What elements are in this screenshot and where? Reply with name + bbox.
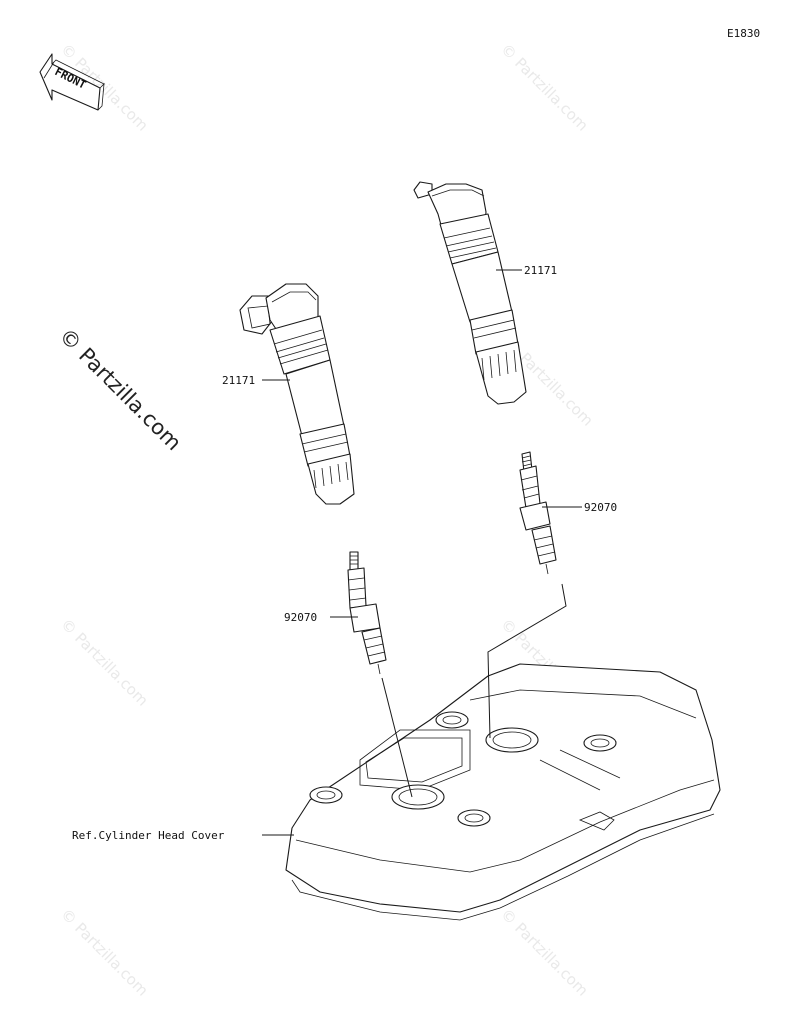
callout-coil-upper: 21171 [524, 264, 557, 277]
callout-plug-upper: 92070 [584, 501, 617, 514]
diagram-code: E1830 [727, 27, 760, 40]
ignition-coil-upper [413, 181, 527, 405]
spark-plug-upper [519, 451, 557, 575]
watermark: © Partzilla.com [497, 905, 592, 1000]
callout-plug-lower: 92070 [284, 611, 317, 624]
front-arrow-icon: FRONT [39, 53, 105, 111]
watermark: © Partzilla.com [57, 905, 152, 1000]
callout-head-cover: Ref.Cylinder Head Cover [72, 829, 225, 842]
spark-plug-lower [347, 551, 387, 675]
ignition-coil-left [239, 283, 355, 505]
callout-coil-left: 21171 [222, 374, 255, 387]
leader-lines [262, 269, 582, 836]
watermark-main: © Partzilla.com [54, 324, 186, 456]
watermark: © Partzilla.com [497, 40, 592, 135]
watermark: © Partzilla.com [57, 615, 152, 710]
cylinder-head-cover [285, 663, 721, 921]
